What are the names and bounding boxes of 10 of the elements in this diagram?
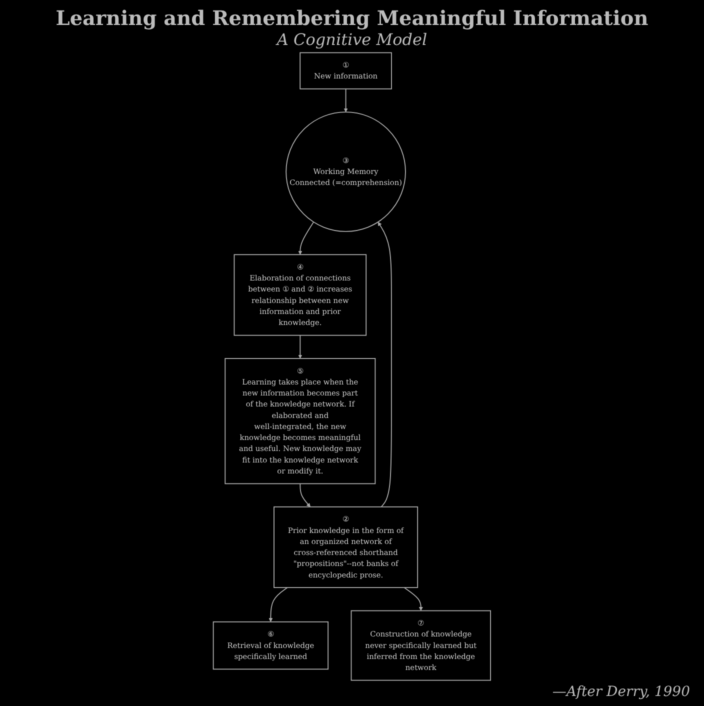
arrow — [298, 222, 314, 255]
arrow — [300, 483, 311, 508]
arrow — [298, 334, 302, 359]
subtitle: A Cognitive Model — [276, 30, 428, 49]
arrow — [268, 587, 288, 622]
arrow — [404, 587, 423, 611]
arrow — [344, 88, 348, 112]
title: Learning and Remembering Meaningful Information — [56, 6, 648, 30]
arrow — [378, 222, 392, 508]
caption: —After Derry, 1990 — [552, 684, 690, 700]
